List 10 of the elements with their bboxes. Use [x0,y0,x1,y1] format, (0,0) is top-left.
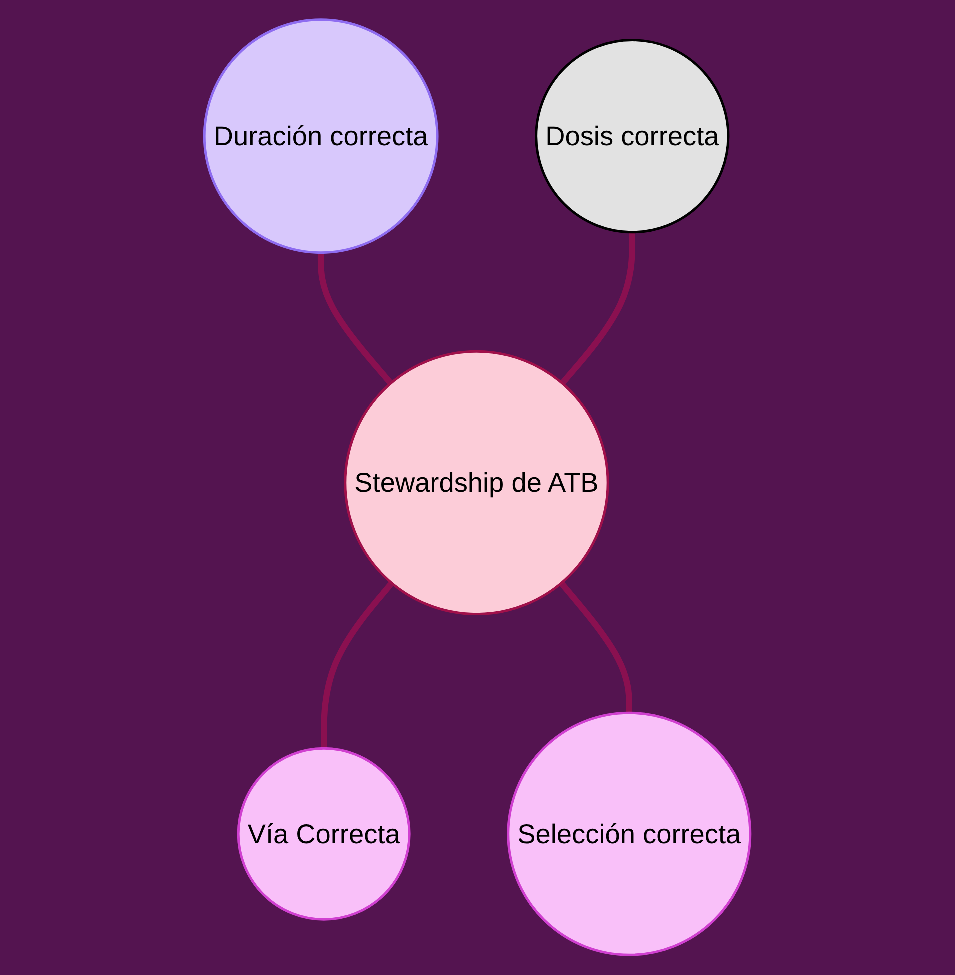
node-circle [344,350,610,616]
connector [318,252,394,386]
connector [559,581,632,714]
connector [320,581,394,749]
diagram: Duración correcta Dosis correcta Stewardship de ATB Vía Correcta Selección correcta [10,10,945,965]
connector [560,232,636,386]
node-circle [507,712,752,956]
node-circle [203,18,439,254]
node-circle [237,747,411,921]
node-circle [535,39,730,234]
